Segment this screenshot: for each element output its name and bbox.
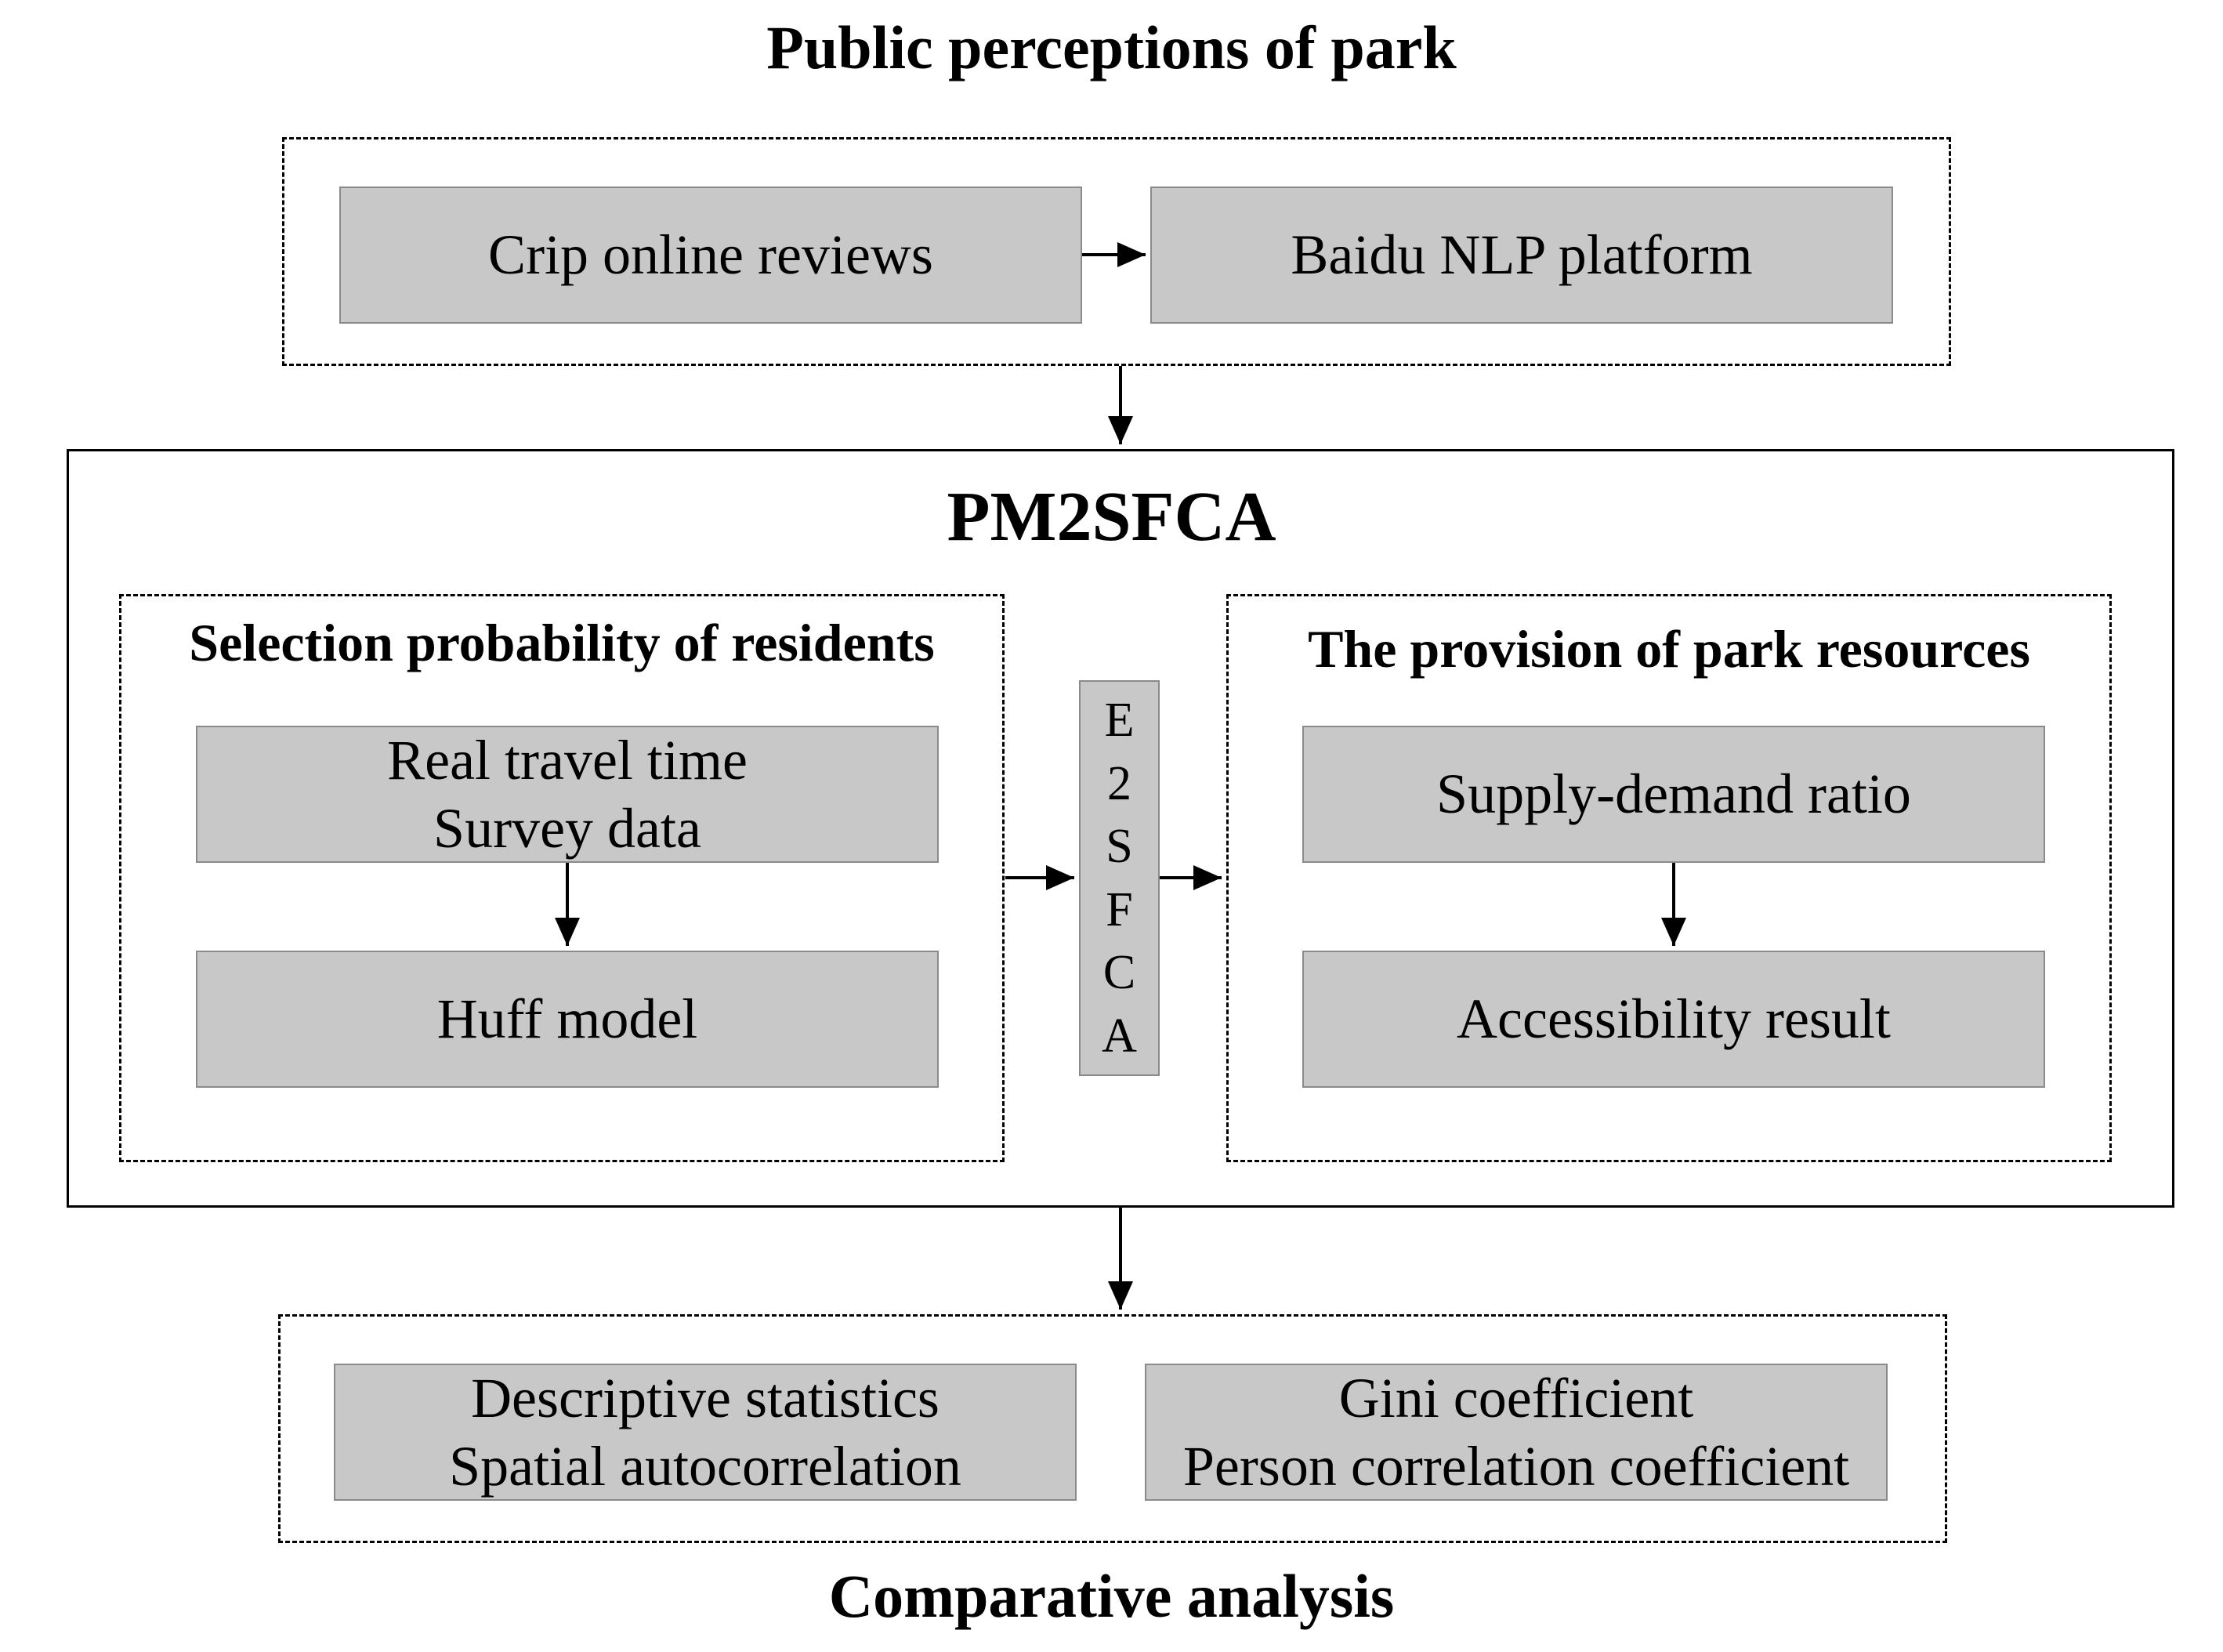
selection-probability-group (119, 594, 1005, 1162)
baidu-nlp-platform-box: Baidu NLP platform (1150, 187, 1893, 324)
crip-online-reviews-label: Crip online reviews (488, 223, 933, 287)
selection-probability-title: Selection probability of residents (189, 613, 935, 672)
supply-demand-ratio-label: Supply-demand ratio (1436, 763, 1911, 826)
top-group (282, 137, 1951, 366)
pm2sfca-title: PM2SFCA (947, 478, 1276, 556)
park-resources-group (1226, 594, 2112, 1162)
e2sfca-letter: S (1106, 820, 1133, 874)
person-correlation-label: Person correlation coefficient (1182, 1434, 1850, 1498)
e2sfca-letter: F (1106, 882, 1133, 936)
descriptive-statistics-label: Descriptive statistics (471, 1367, 940, 1430)
huff-model-box: Huff model (196, 951, 939, 1088)
baidu-nlp-platform-label: Baidu NLP platform (1291, 223, 1753, 287)
crip-online-reviews-box: Crip online reviews (339, 187, 1082, 324)
top-section-title: Public perceptions of park (766, 13, 1457, 82)
huff-model-label: Huff model (436, 987, 698, 1051)
accessibility-result-box: Accessibility result (1302, 951, 2045, 1088)
comparative-analysis-group (278, 1314, 1947, 1543)
descriptive-spatial-box: Descriptive statistics Spatial autocorre… (334, 1364, 1077, 1501)
e2sfca-letter: A (1102, 1009, 1137, 1063)
gini-person-box: Gini coefficient Person correlation coef… (1145, 1364, 1888, 1501)
e2sfca-letter: C (1102, 946, 1136, 1000)
spatial-autocorrelation-label: Spatial autocorrelation (449, 1434, 961, 1498)
park-resources-title: The provision of park resources (1308, 619, 2030, 679)
gini-coefficient-label: Gini coefficient (1338, 1367, 1694, 1430)
real-travel-time-label: Real travel time (387, 729, 748, 792)
accessibility-result-label: Accessibility result (1457, 987, 1891, 1051)
survey-data-label: Survey data (433, 796, 701, 860)
e2sfca-letter: E (1104, 694, 1135, 748)
e2sfca-letter: 2 (1107, 756, 1131, 810)
pm2sfca-group (67, 449, 2174, 1208)
supply-demand-ratio-box: Supply-demand ratio (1302, 726, 2045, 863)
travel-time-survey-box: Real travel time Survey data (196, 726, 939, 863)
comparative-analysis-title: Comparative analysis (828, 1562, 1395, 1630)
